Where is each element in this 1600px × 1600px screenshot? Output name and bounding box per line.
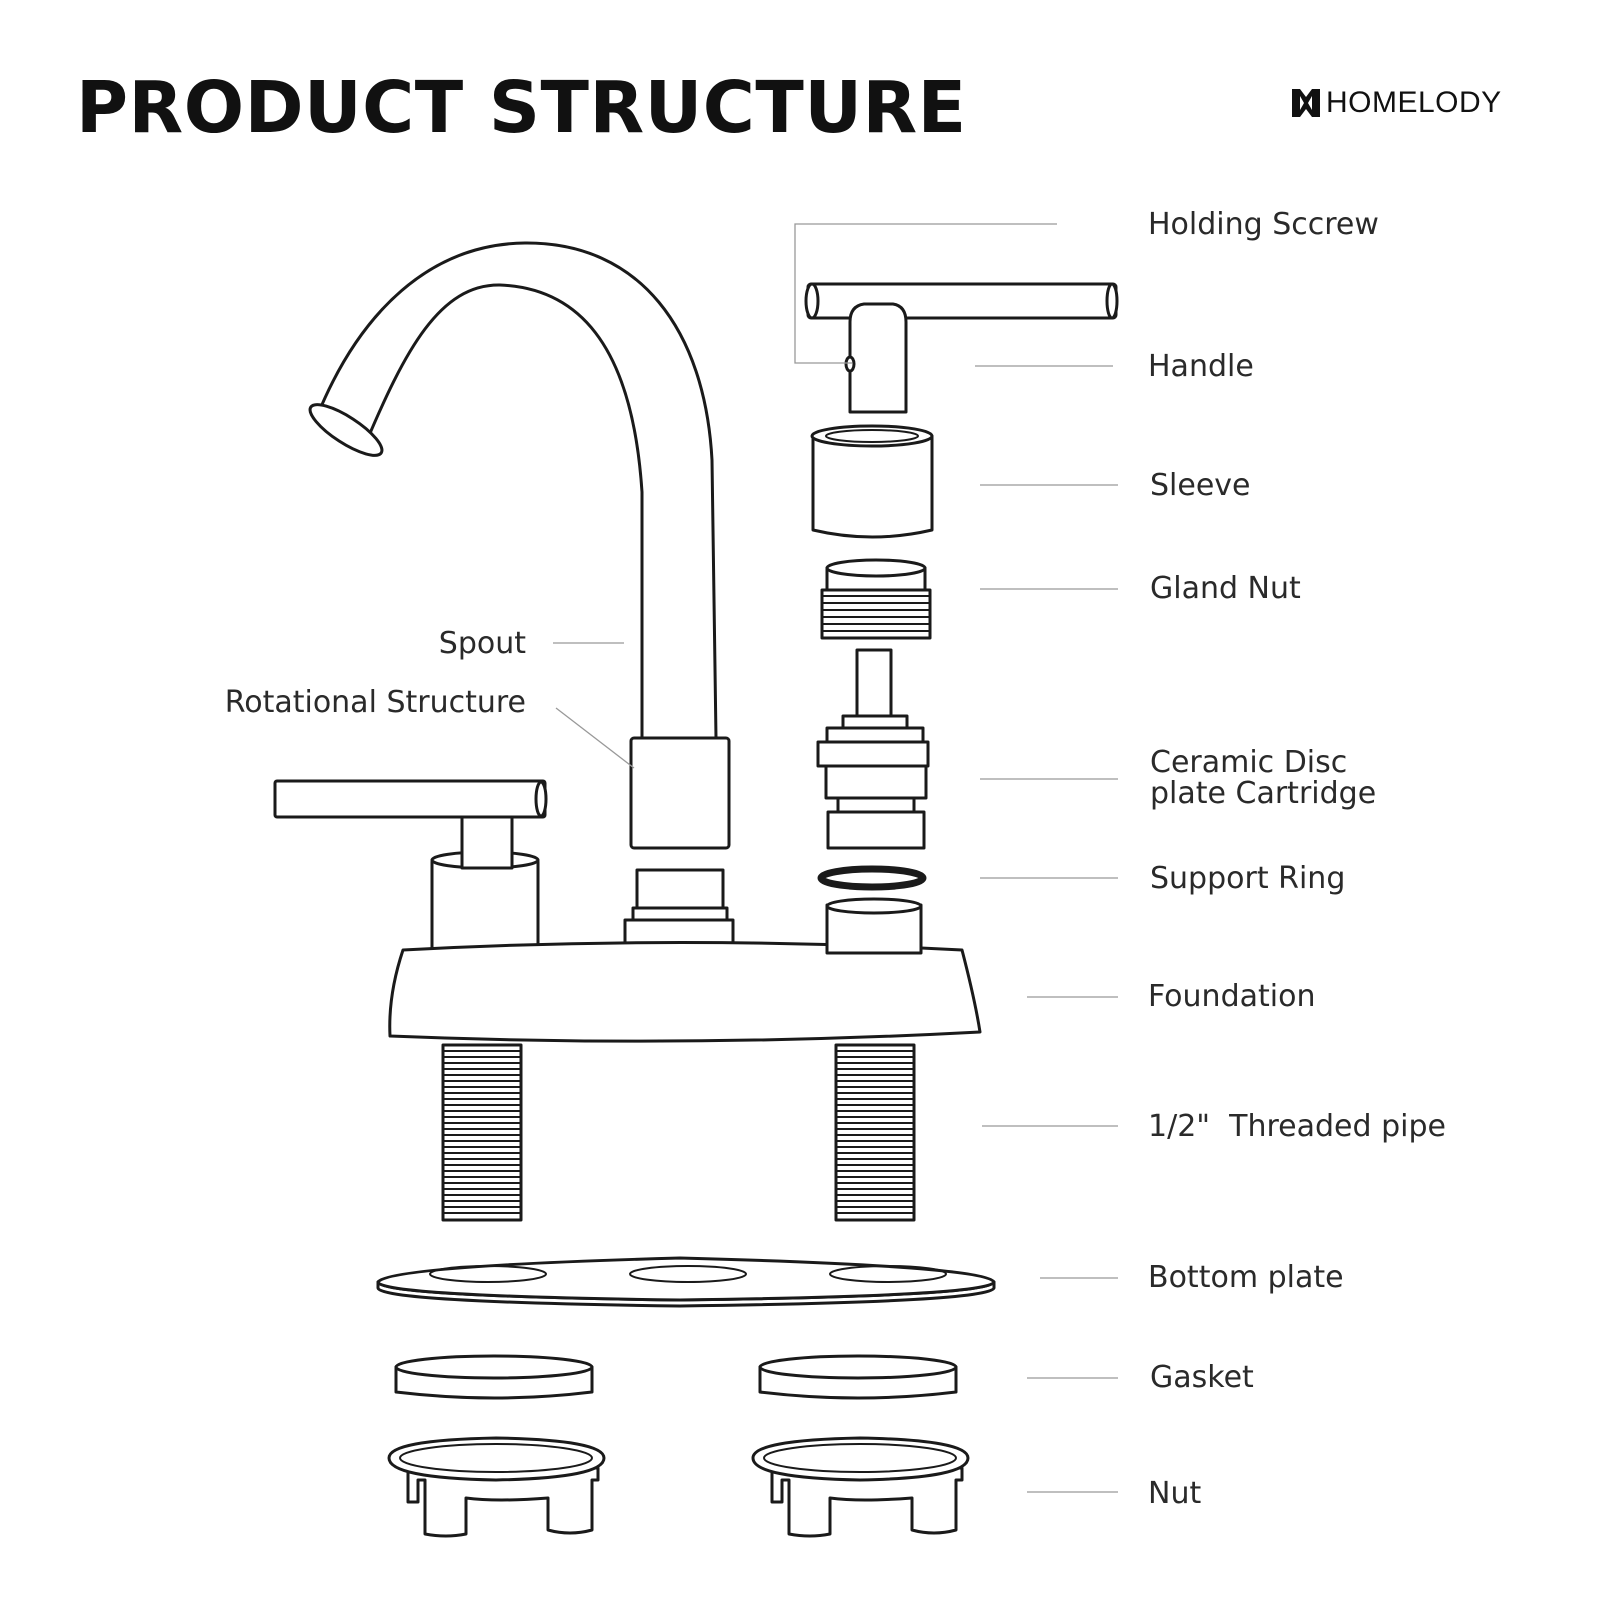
- rotational-structure: [629, 736, 731, 850]
- gasket-right: [758, 1354, 958, 1400]
- label-cartridge-line2: plate Cartridge: [1150, 776, 1376, 811]
- nut-left: [387, 1436, 606, 1538]
- spout: [308, 241, 718, 740]
- page-title: PRODUCT STRUCTURE: [76, 66, 967, 149]
- label-handle: Handle: [1148, 349, 1254, 384]
- foundation: [388, 941, 982, 1043]
- label-sleeve: Sleeve: [1150, 468, 1251, 503]
- label-rotational-structure: Rotational Structure: [225, 685, 526, 720]
- bottom-plate: [376, 1256, 996, 1308]
- left-handle-assembly: [273, 779, 548, 954]
- label-nut: Nut: [1148, 1476, 1201, 1511]
- label-bottom-plate: Bottom plate: [1148, 1260, 1344, 1295]
- right-handle: [804, 282, 1119, 414]
- label-gland-nut: Gland Nut: [1150, 571, 1301, 606]
- label-foundation: Foundation: [1148, 979, 1315, 1014]
- leader-lines: [553, 223, 1118, 1493]
- support-ring: [817, 865, 927, 891]
- threaded-pipe-right: [834, 1043, 916, 1222]
- label-support-ring: Support Ring: [1150, 861, 1345, 896]
- homelody-logo-icon: [1292, 89, 1320, 117]
- brand-name: HOMELODY: [1326, 86, 1502, 119]
- right-valve-body: [825, 897, 923, 955]
- sleeve: [810, 424, 934, 539]
- brand: HOMELODY: [1290, 86, 1502, 120]
- label-holding-screw: Holding Sccrew: [1148, 207, 1379, 242]
- gland-nut: [820, 558, 932, 640]
- threaded-pipe-left: [441, 1043, 523, 1222]
- label-threaded-pipe: 1/2" Threaded pipe: [1148, 1109, 1446, 1144]
- nut-right: [751, 1436, 970, 1538]
- label-gasket: Gasket: [1150, 1360, 1254, 1395]
- gasket-left: [394, 1354, 594, 1400]
- ceramic-cartridge: [816, 648, 930, 850]
- label-cartridge-line1: Ceramic Disc: [1150, 745, 1347, 780]
- label-spout: Spout: [439, 626, 526, 661]
